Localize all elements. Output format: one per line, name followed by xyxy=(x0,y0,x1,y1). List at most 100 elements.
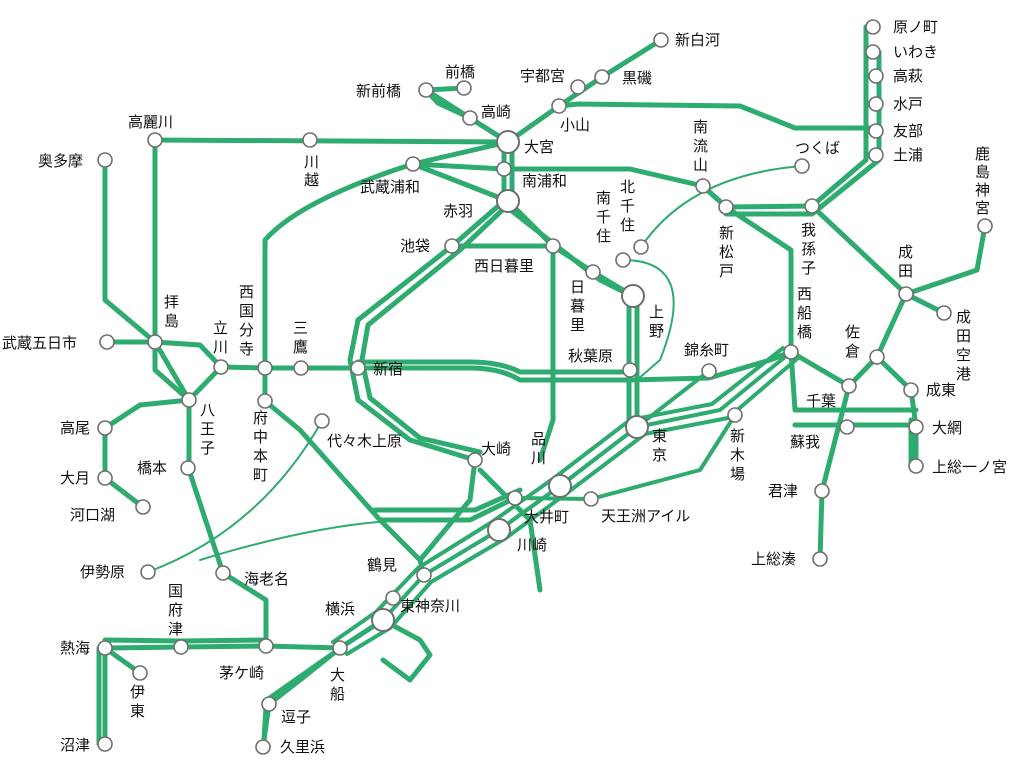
station-label-omiya: 大宮 xyxy=(524,138,554,156)
station-marker-nishikokubunji[interactable] xyxy=(257,360,273,376)
station-marker-haranomachi[interactable] xyxy=(865,19,881,35)
station-label-chiba: 千葉 xyxy=(806,392,836,410)
station-label-shinagawa: 品 xyxy=(531,430,546,448)
station-marker-kinshicho[interactable] xyxy=(701,363,717,379)
station-marker-soga[interactable] xyxy=(839,419,855,435)
station-marker-mito[interactable] xyxy=(868,96,884,112)
station-label-tsurumi: 鶴見 xyxy=(367,556,397,574)
station-marker-fuchuhommachi[interactable] xyxy=(257,393,273,409)
station-marker-naritaairport[interactable] xyxy=(936,305,952,321)
station-label-kimitsu: 君津 xyxy=(768,482,798,500)
rail-line xyxy=(449,243,556,463)
station-marker-utsunomiya[interactable] xyxy=(570,79,586,95)
rail-line xyxy=(903,223,988,297)
station-label-hashimoto: 橋本 xyxy=(137,459,167,477)
station-label-maebashi: 前橋 xyxy=(445,63,475,81)
station-label-mito: 水戸 xyxy=(893,95,923,113)
station-label-hachioji: 王 xyxy=(200,420,215,438)
station-marker-kuroiso[interactable] xyxy=(594,69,610,85)
station-marker-musashiitsukaichi[interactable] xyxy=(99,334,115,350)
station-marker-shinshirakawa[interactable] xyxy=(653,32,669,48)
station-marker-akihabara[interactable] xyxy=(622,362,638,378)
station-marker-zushi[interactable] xyxy=(261,696,277,712)
station-marker-tokyo[interactable] xyxy=(625,415,649,439)
station-marker-okutama[interactable] xyxy=(97,152,113,168)
station-marker-maebashi[interactable] xyxy=(456,80,472,96)
station-marker-haijima[interactable] xyxy=(147,334,163,350)
station-marker-tennozuisle[interactable] xyxy=(583,491,599,507)
station-marker-nippori[interactable] xyxy=(585,264,601,280)
station-label-naritaairport: 空 xyxy=(956,346,971,364)
station-marker-chigasaki[interactable] xyxy=(258,638,274,654)
station-marker-ikebukuro[interactable] xyxy=(444,238,460,254)
station-marker-kimitsu[interactable] xyxy=(814,483,830,499)
station-marker-nishifunabashi[interactable] xyxy=(783,344,799,360)
station-label-otsuki: 大月 xyxy=(60,469,90,487)
station-label-takao: 高尾 xyxy=(60,419,90,437)
station-marker-kazusaminato[interactable] xyxy=(812,551,828,567)
station-marker-numazu[interactable] xyxy=(97,736,113,752)
station-marker-takahagi[interactable] xyxy=(868,68,884,84)
station-marker-ooimachi[interactable] xyxy=(507,490,523,506)
station-marker-kurihama[interactable] xyxy=(255,739,271,755)
station-marker-kozu[interactable] xyxy=(173,639,189,655)
station-label-ikebukuro: 池袋 xyxy=(400,237,430,255)
station-marker-kawaguchiko[interactable] xyxy=(135,499,151,515)
station-marker-kitasenju[interactable] xyxy=(633,239,649,255)
station-marker-shinjuku[interactable] xyxy=(350,360,366,376)
station-marker-kazusaichinomiya[interactable] xyxy=(908,458,924,474)
station-marker-takasaki[interactable] xyxy=(462,110,478,126)
station-marker-yokohama[interactable] xyxy=(385,590,401,606)
station-marker-tsuchiura[interactable] xyxy=(868,147,884,163)
station-marker-ebina[interactable] xyxy=(215,565,231,581)
station-marker-oyama[interactable] xyxy=(551,98,567,114)
station-marker-ito[interactable] xyxy=(132,665,148,681)
station-marker-komagawa[interactable] xyxy=(147,132,163,148)
station-label-nishifunabashi: 橋 xyxy=(797,323,812,341)
station-marker-iwaki[interactable] xyxy=(865,44,881,60)
station-marker-ueno[interactable] xyxy=(621,284,645,308)
station-marker-sakura[interactable] xyxy=(869,349,885,365)
station-marker-shinmaebashi[interactable] xyxy=(418,82,434,98)
station-marker-tomobe[interactable] xyxy=(868,123,884,139)
station-label-tokyo: 京 xyxy=(652,446,667,464)
station-marker-shinmatsudo[interactable] xyxy=(718,199,734,215)
station-marker-higashikanagawa[interactable] xyxy=(371,608,395,632)
station-marker-tsukuba[interactable] xyxy=(794,158,810,174)
station-label-tennozuisle: 天王洲アイル xyxy=(601,507,690,525)
station-marker-hashimoto[interactable] xyxy=(180,460,196,476)
station-marker-kashimajingu[interactable] xyxy=(977,218,993,234)
station-marker-omiya[interactable] xyxy=(496,130,520,154)
station-marker-abiko[interactable] xyxy=(804,198,820,214)
station-marker-takao[interactable] xyxy=(97,420,113,436)
station-label-tokyo: 東 xyxy=(652,427,667,445)
station-marker-tachikawa[interactable] xyxy=(213,359,229,375)
station-marker-kawasaki[interactable] xyxy=(487,518,511,542)
station-marker-nishinippori[interactable] xyxy=(545,238,561,254)
station-marker-minamiurawa[interactable] xyxy=(496,161,512,177)
station-marker-minaminagareyama[interactable] xyxy=(695,178,711,194)
station-label-haranomachi: 原ノ町 xyxy=(893,18,938,36)
station-marker-ofuna[interactable] xyxy=(332,640,348,656)
station-marker-musashiurawa[interactable] xyxy=(405,156,421,172)
station-label-nishikokubunji: 寺 xyxy=(239,340,254,358)
station-marker-shinagawa[interactable] xyxy=(548,474,572,498)
station-label-ofuna: 大 xyxy=(330,666,345,684)
station-marker-mitaka[interactable] xyxy=(293,360,309,376)
station-label-kitasenju: 千 xyxy=(620,197,635,215)
station-marker-oami[interactable] xyxy=(908,419,924,435)
station-marker-narita[interactable] xyxy=(898,286,914,302)
station-marker-osaki[interactable] xyxy=(467,452,483,468)
station-marker-minamisenju[interactable] xyxy=(615,252,631,268)
station-marker-tsurumi[interactable] xyxy=(416,567,432,583)
station-marker-chiba[interactable] xyxy=(841,378,857,394)
station-marker-naruto[interactable] xyxy=(903,382,919,398)
station-marker-otsuki[interactable] xyxy=(97,470,113,486)
station-marker-shinkiba[interactable] xyxy=(727,407,743,423)
station-marker-kawagoe[interactable] xyxy=(302,132,318,148)
station-marker-isehara[interactable] xyxy=(140,564,156,580)
station-marker-yoyogiuehara[interactable] xyxy=(314,413,330,429)
station-marker-hachioji[interactable] xyxy=(181,392,197,408)
station-marker-atami[interactable] xyxy=(97,640,113,656)
station-marker-akabane[interactable] xyxy=(496,189,520,213)
